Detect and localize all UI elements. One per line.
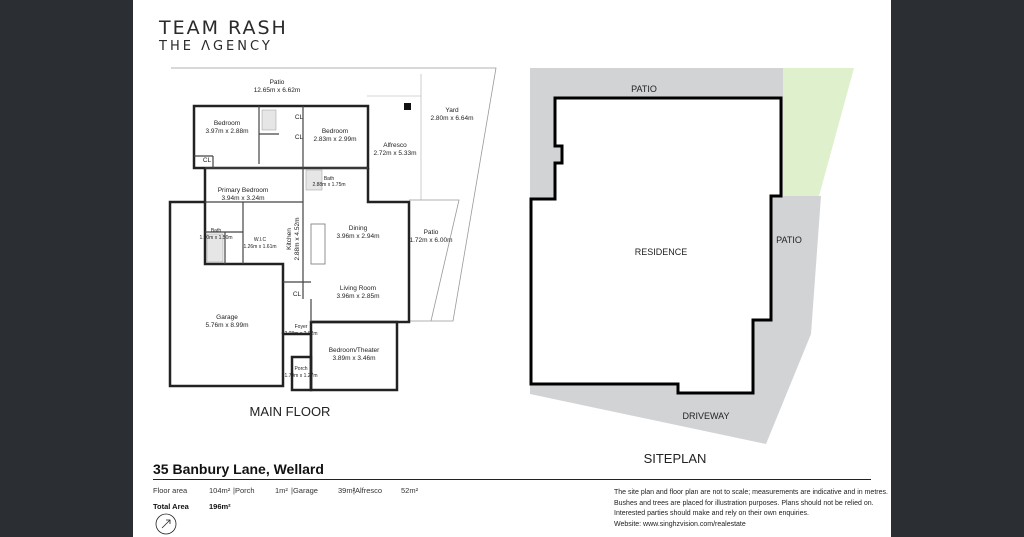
room-name: Bedroom — [322, 128, 348, 135]
floor-plan-sheet: TEAM RASH THE ΛGENCY — [133, 0, 891, 537]
room-size: 3.94m x 3.24m — [222, 195, 265, 202]
bath-fixture — [305, 169, 323, 191]
room-name: Bath — [324, 176, 335, 182]
garage-value: 39m² — [338, 486, 356, 495]
site-label-patio-side: PATIO — [776, 235, 802, 245]
room-name: Primary Bedroom — [218, 187, 269, 194]
closet-label: CL — [295, 114, 304, 121]
room-name: Patio — [270, 79, 285, 86]
site-label-residence: RESIDENCE — [635, 247, 688, 257]
garage-label: |Garage — [291, 486, 318, 495]
room-name: Living Room — [340, 285, 376, 292]
main-floor-heading: MAIN FLOOR — [250, 404, 331, 419]
interior-walls — [194, 106, 368, 322]
closet-label: CL — [203, 157, 212, 164]
room-size: 3.96m x 2.85m — [337, 293, 380, 300]
residence-outline — [529, 96, 783, 395]
site-label-driveway: DRIVEWAY — [682, 411, 729, 421]
brand-agency: THE ΛGENCY — [159, 39, 273, 54]
disclaimer: The site plan and floor plan are not to … — [614, 488, 888, 530]
site-grass — [783, 68, 854, 196]
floor-area-label: Floor area — [153, 486, 188, 495]
closet-label: CL — [295, 134, 304, 141]
site-label-patio-top: PATIO — [631, 84, 657, 94]
room-name: Bedroom/Theater — [329, 347, 380, 354]
siteplan: PATIO RESIDENCE PATIO DRIVEWAY SITEPLAN — [529, 68, 854, 464]
room-name: Kitchen — [286, 228, 293, 250]
site-labels: PATIO RESIDENCE PATIO DRIVEWAY — [631, 84, 802, 421]
room-name: W.I.C — [254, 237, 267, 243]
room-name: Garage — [216, 314, 238, 321]
bath-tiles — [261, 109, 277, 131]
room-name: Bath — [211, 228, 222, 234]
alfresco-label: |Alfresco — [353, 486, 383, 495]
room-size: 1.26m x 1.61m — [243, 244, 276, 250]
kitchen-island — [310, 223, 326, 265]
total-area-value: 196m² — [209, 502, 231, 511]
side-patio-outline — [409, 199, 460, 322]
porch-label: |Porch — [233, 486, 255, 495]
room-size: 2.80m x 6.64m — [431, 115, 474, 122]
room-size: 3.97m x 2.88m — [206, 128, 249, 135]
room-name: Dining — [349, 225, 368, 232]
total-area-label: Total Area — [153, 502, 189, 511]
property-address: 35 Banbury Lane, Wellard — [153, 461, 324, 477]
alfresco-value: 52m² — [401, 486, 419, 495]
disclaimer-website: Website: www.singhzvision.com/realestate — [614, 520, 746, 528]
alfresco-bbq — [404, 103, 411, 110]
room-name: Yard — [445, 107, 459, 114]
divider — [153, 479, 871, 480]
floor-area-value: 104m² — [209, 486, 231, 495]
room-name: Patio — [424, 229, 439, 236]
ensuite-tiles — [206, 233, 224, 263]
room-size: 12.65m x 6.62m — [254, 87, 301, 94]
room-name: Foyer — [295, 324, 308, 330]
siteplan-heading: SITEPLAN — [644, 451, 707, 464]
room-size: 1.90m x 1.50m — [199, 235, 232, 241]
room-size: 3.96m x 2.94m — [337, 233, 380, 240]
room-size: 3.89m x 3.46m — [333, 355, 376, 362]
room-size: 5.76m x 8.99m — [206, 322, 249, 329]
room-name: Porch — [294, 366, 307, 372]
room-size: 2.88m x 4.52m — [294, 218, 301, 261]
room-labels: Patio 12.65m x 6.62m Yard 2.80m x 6.64m … — [199, 79, 473, 379]
room-size: 2.72m x 5.33m — [374, 150, 417, 157]
room-size: 2.83m x 2.99m — [314, 136, 357, 143]
brand-name: TEAM RASH — [159, 17, 288, 39]
room-size: 2.88m x 1.75m — [312, 182, 345, 188]
disclaimer-line: Interested parties should make and rely … — [614, 510, 809, 517]
room-size: 1.72m x 6.00m — [410, 237, 453, 244]
disclaimer-line: The site plan and floor plan are not to … — [614, 489, 888, 496]
porch-value: 1m² — [275, 486, 288, 495]
north-compass-icon — [155, 513, 177, 535]
room-name: Alfresco — [383, 142, 407, 149]
disclaimer-line: Bushes and trees are placed for illustra… — [614, 499, 874, 507]
room-size: 2.08m x 2.62m — [284, 331, 317, 337]
room-size: 1.79m x 1.27m — [284, 373, 317, 379]
main-floor-plan: Patio 12.65m x 6.62m Yard 2.80m x 6.64m … — [168, 67, 497, 419]
room-name: Bedroom — [214, 120, 240, 127]
closet-label: CL — [293, 291, 302, 298]
